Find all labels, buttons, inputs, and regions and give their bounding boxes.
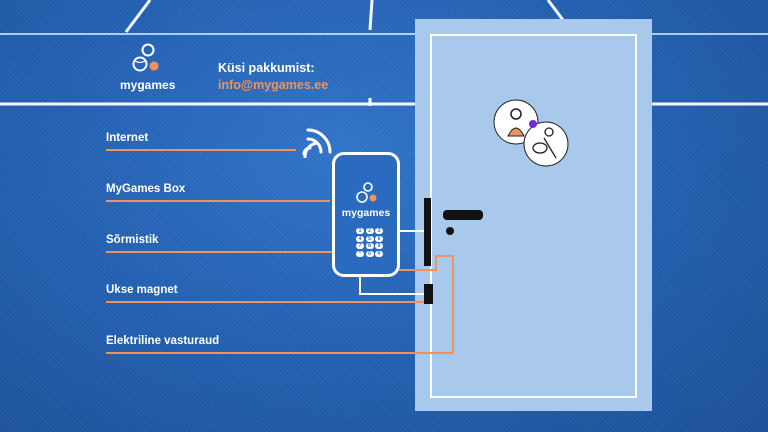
label-sormistik: Sõrmistik: [106, 234, 159, 246]
keypad-key[interactable]: 9: [375, 243, 383, 249]
mygames-box-device: mygames 1 2 3 4 5 6 7 8 9 * 0 #: [332, 152, 400, 277]
keypad: 1 2 3 4 5 6 7 8 9 * 0 #: [356, 228, 383, 257]
offer-title: Küsi pakkumist:: [218, 61, 315, 75]
label-mygames-box: MyGames Box: [106, 183, 186, 195]
keypad-key[interactable]: 6: [375, 235, 383, 242]
offer-block: Küsi pakkumist: info@mygames.ee: [218, 61, 328, 92]
court-sideline-left: [124, 0, 152, 33]
door-inner-frame: [430, 34, 637, 398]
mygames-logo-icon: [132, 43, 159, 72]
keypad-key[interactable]: *: [356, 250, 364, 257]
court-center-mark: [368, 0, 374, 31]
magnet-wire: [359, 276, 424, 295]
door-handle: [443, 210, 483, 220]
tennis-players-sticker-icon: [493, 99, 569, 167]
keypad-key[interactable]: 8: [365, 243, 374, 249]
strike-wire: [399, 255, 454, 353]
wifi-icon: [302, 128, 332, 158]
keypad-key[interactable]: 7: [356, 243, 364, 249]
label-elektriline-vasturaud: Elektriline vasturaud: [106, 335, 220, 347]
keypad-key[interactable]: 0: [365, 250, 374, 257]
brand-block: mygames: [112, 42, 182, 92]
door-handle-plate: [424, 198, 431, 266]
box-brand-name: mygames: [341, 207, 391, 219]
door-keyhole: [446, 227, 454, 235]
keypad-key[interactable]: 5: [365, 235, 374, 242]
label-internet: Internet: [106, 132, 149, 144]
keypad-key[interactable]: 2: [365, 228, 374, 234]
keypad-key[interactable]: 3: [375, 228, 383, 234]
keypad-key[interactable]: 1: [356, 228, 364, 234]
label-ukse-magnet: Ukse magnet: [106, 284, 178, 296]
brand-name: mygames: [120, 78, 176, 92]
keypad-key[interactable]: #: [375, 250, 383, 257]
door-magnet: [424, 284, 433, 304]
offer-email-link[interactable]: info@mygames.ee: [218, 78, 329, 92]
keypad-key[interactable]: 4: [356, 235, 364, 242]
box-logo-icon: [356, 182, 377, 203]
